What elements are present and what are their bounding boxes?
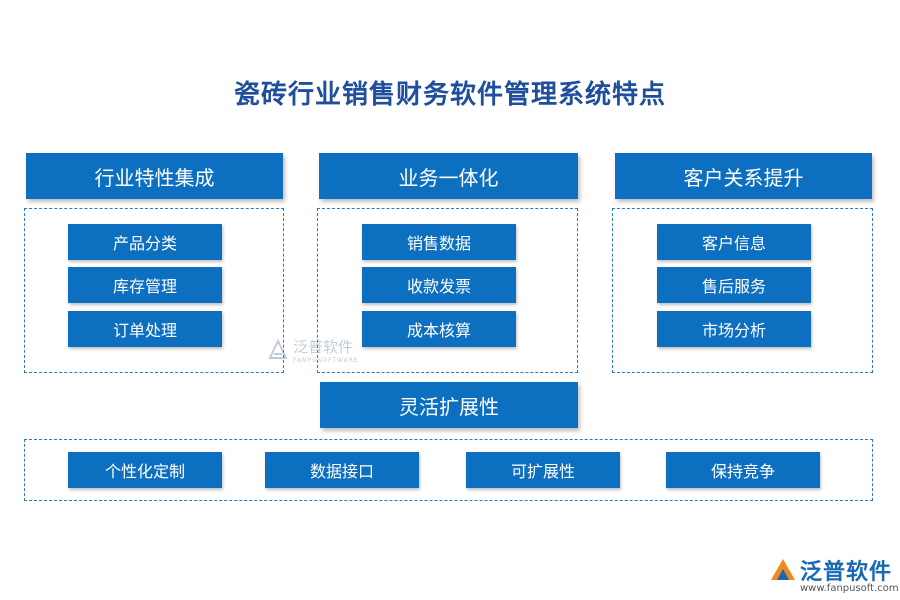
item-product-category: 产品分类: [68, 224, 222, 260]
logo-url: www.fanpusoft.com: [800, 583, 899, 594]
item-cost-accounting: 成本核算: [362, 311, 516, 347]
watermark-sub: FANPUSOFTWARE: [293, 357, 359, 364]
section-header-customer: 客户关系提升: [615, 153, 872, 199]
diagram-title: 瓷砖行业销售财务软件管理系统特点: [233, 80, 666, 110]
fanpu-watermark-icon: [268, 338, 288, 359]
watermark-name: 泛普软件: [293, 338, 354, 356]
section-panel-industry: [24, 208, 284, 373]
watermark: 泛普软件 FANPUSOFTWARE: [266, 336, 359, 364]
brand-logo: 泛普软件 www.fanpusoft.com: [768, 554, 899, 594]
section-header-business: 业务一体化: [319, 153, 578, 199]
fanpu-logo-icon: [771, 559, 795, 580]
section-panel-flexibility: [24, 439, 873, 501]
section-header-flexibility: 灵活扩展性: [320, 382, 578, 428]
item-market-analysis: 市场分析: [657, 311, 811, 347]
item-order-processing: 订单处理: [68, 311, 222, 347]
item-scalability: 可扩展性: [466, 452, 620, 488]
logo-name: 泛普软件: [800, 560, 893, 585]
item-customization: 个性化定制: [68, 452, 222, 488]
section-panel-customer: [612, 208, 873, 373]
section-header-industry: 行业特性集成: [26, 153, 283, 199]
item-data-interface: 数据接口: [265, 452, 419, 488]
item-inventory-management: 库存管理: [68, 267, 222, 303]
section-panel-business: [317, 208, 578, 373]
item-after-sales: 售后服务: [657, 267, 811, 303]
item-payment-invoice: 收款发票: [362, 267, 516, 303]
item-customer-info: 客户信息: [657, 224, 811, 260]
item-sales-data: 销售数据: [362, 224, 516, 260]
item-stay-competitive: 保持竞争: [666, 452, 820, 488]
